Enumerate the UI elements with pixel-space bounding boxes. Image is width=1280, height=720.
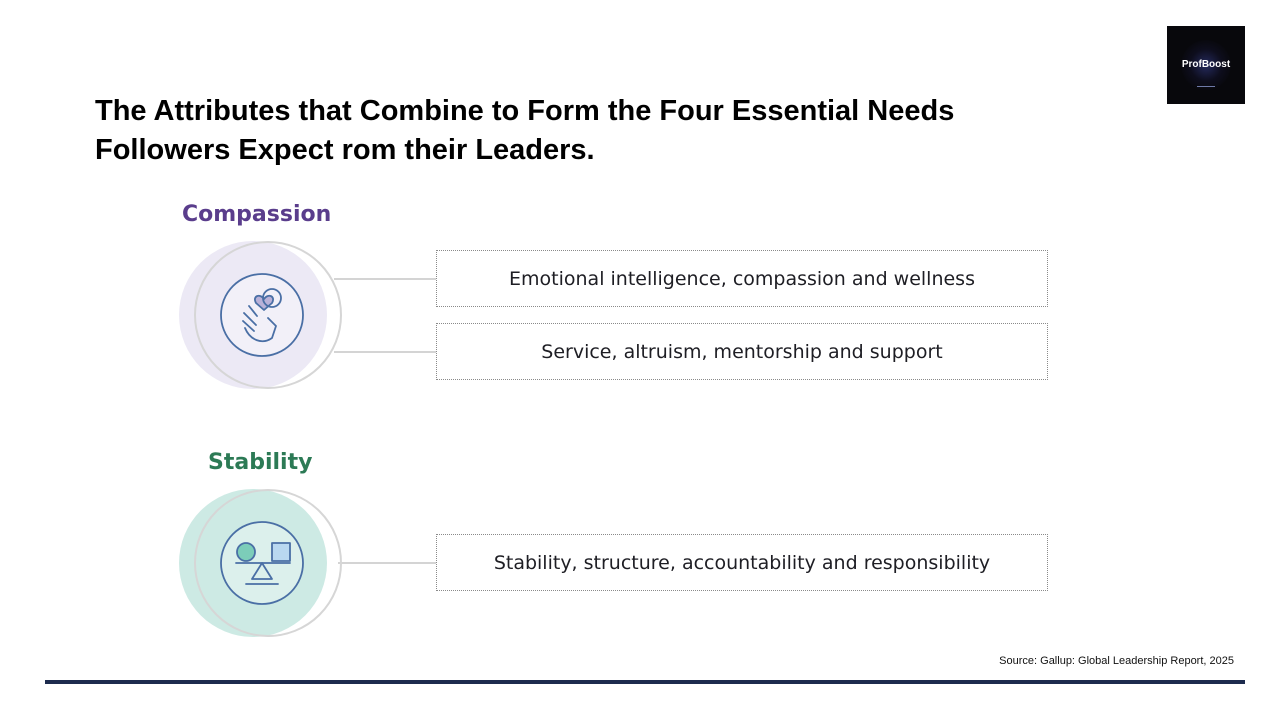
attribute-box-emotional-intelligence: Emotional intelligence, compassion and w… bbox=[436, 250, 1048, 307]
compassion-icon-ring bbox=[220, 273, 304, 357]
slide-title: The Attributes that Combine to Form the … bbox=[95, 92, 1095, 170]
logo-glow bbox=[1181, 40, 1231, 90]
balance-scale-icon bbox=[235, 542, 291, 585]
logo-text: ProfBoost bbox=[1181, 59, 1231, 70]
stability-circle-ring bbox=[194, 489, 342, 637]
logo-underline bbox=[1167, 74, 1245, 87]
footer-rule bbox=[45, 680, 1245, 684]
slide-title-line-1: The Attributes that Combine to Form the … bbox=[95, 95, 955, 127]
compassion-circle bbox=[179, 241, 342, 389]
slide-title-line-2: Followers Expect rom their Leaders. bbox=[95, 134, 595, 166]
compassion-label: Compassion bbox=[182, 202, 332, 227]
stability-label: Stability bbox=[208, 450, 313, 475]
profboost-logo: ProfBoost bbox=[1167, 26, 1245, 104]
compassion-circle-ring bbox=[194, 241, 342, 389]
source-citation: Source: Gallup: Global Leadership Report… bbox=[999, 655, 1234, 667]
compassion-circle-fill bbox=[179, 241, 327, 389]
attribute-box-stability: Stability, structure, accountability and… bbox=[436, 534, 1048, 591]
heart-hand-icon bbox=[242, 288, 282, 342]
attribute-box-service: Service, altruism, mentorship and suppor… bbox=[436, 323, 1048, 380]
stability-circle bbox=[179, 489, 342, 637]
